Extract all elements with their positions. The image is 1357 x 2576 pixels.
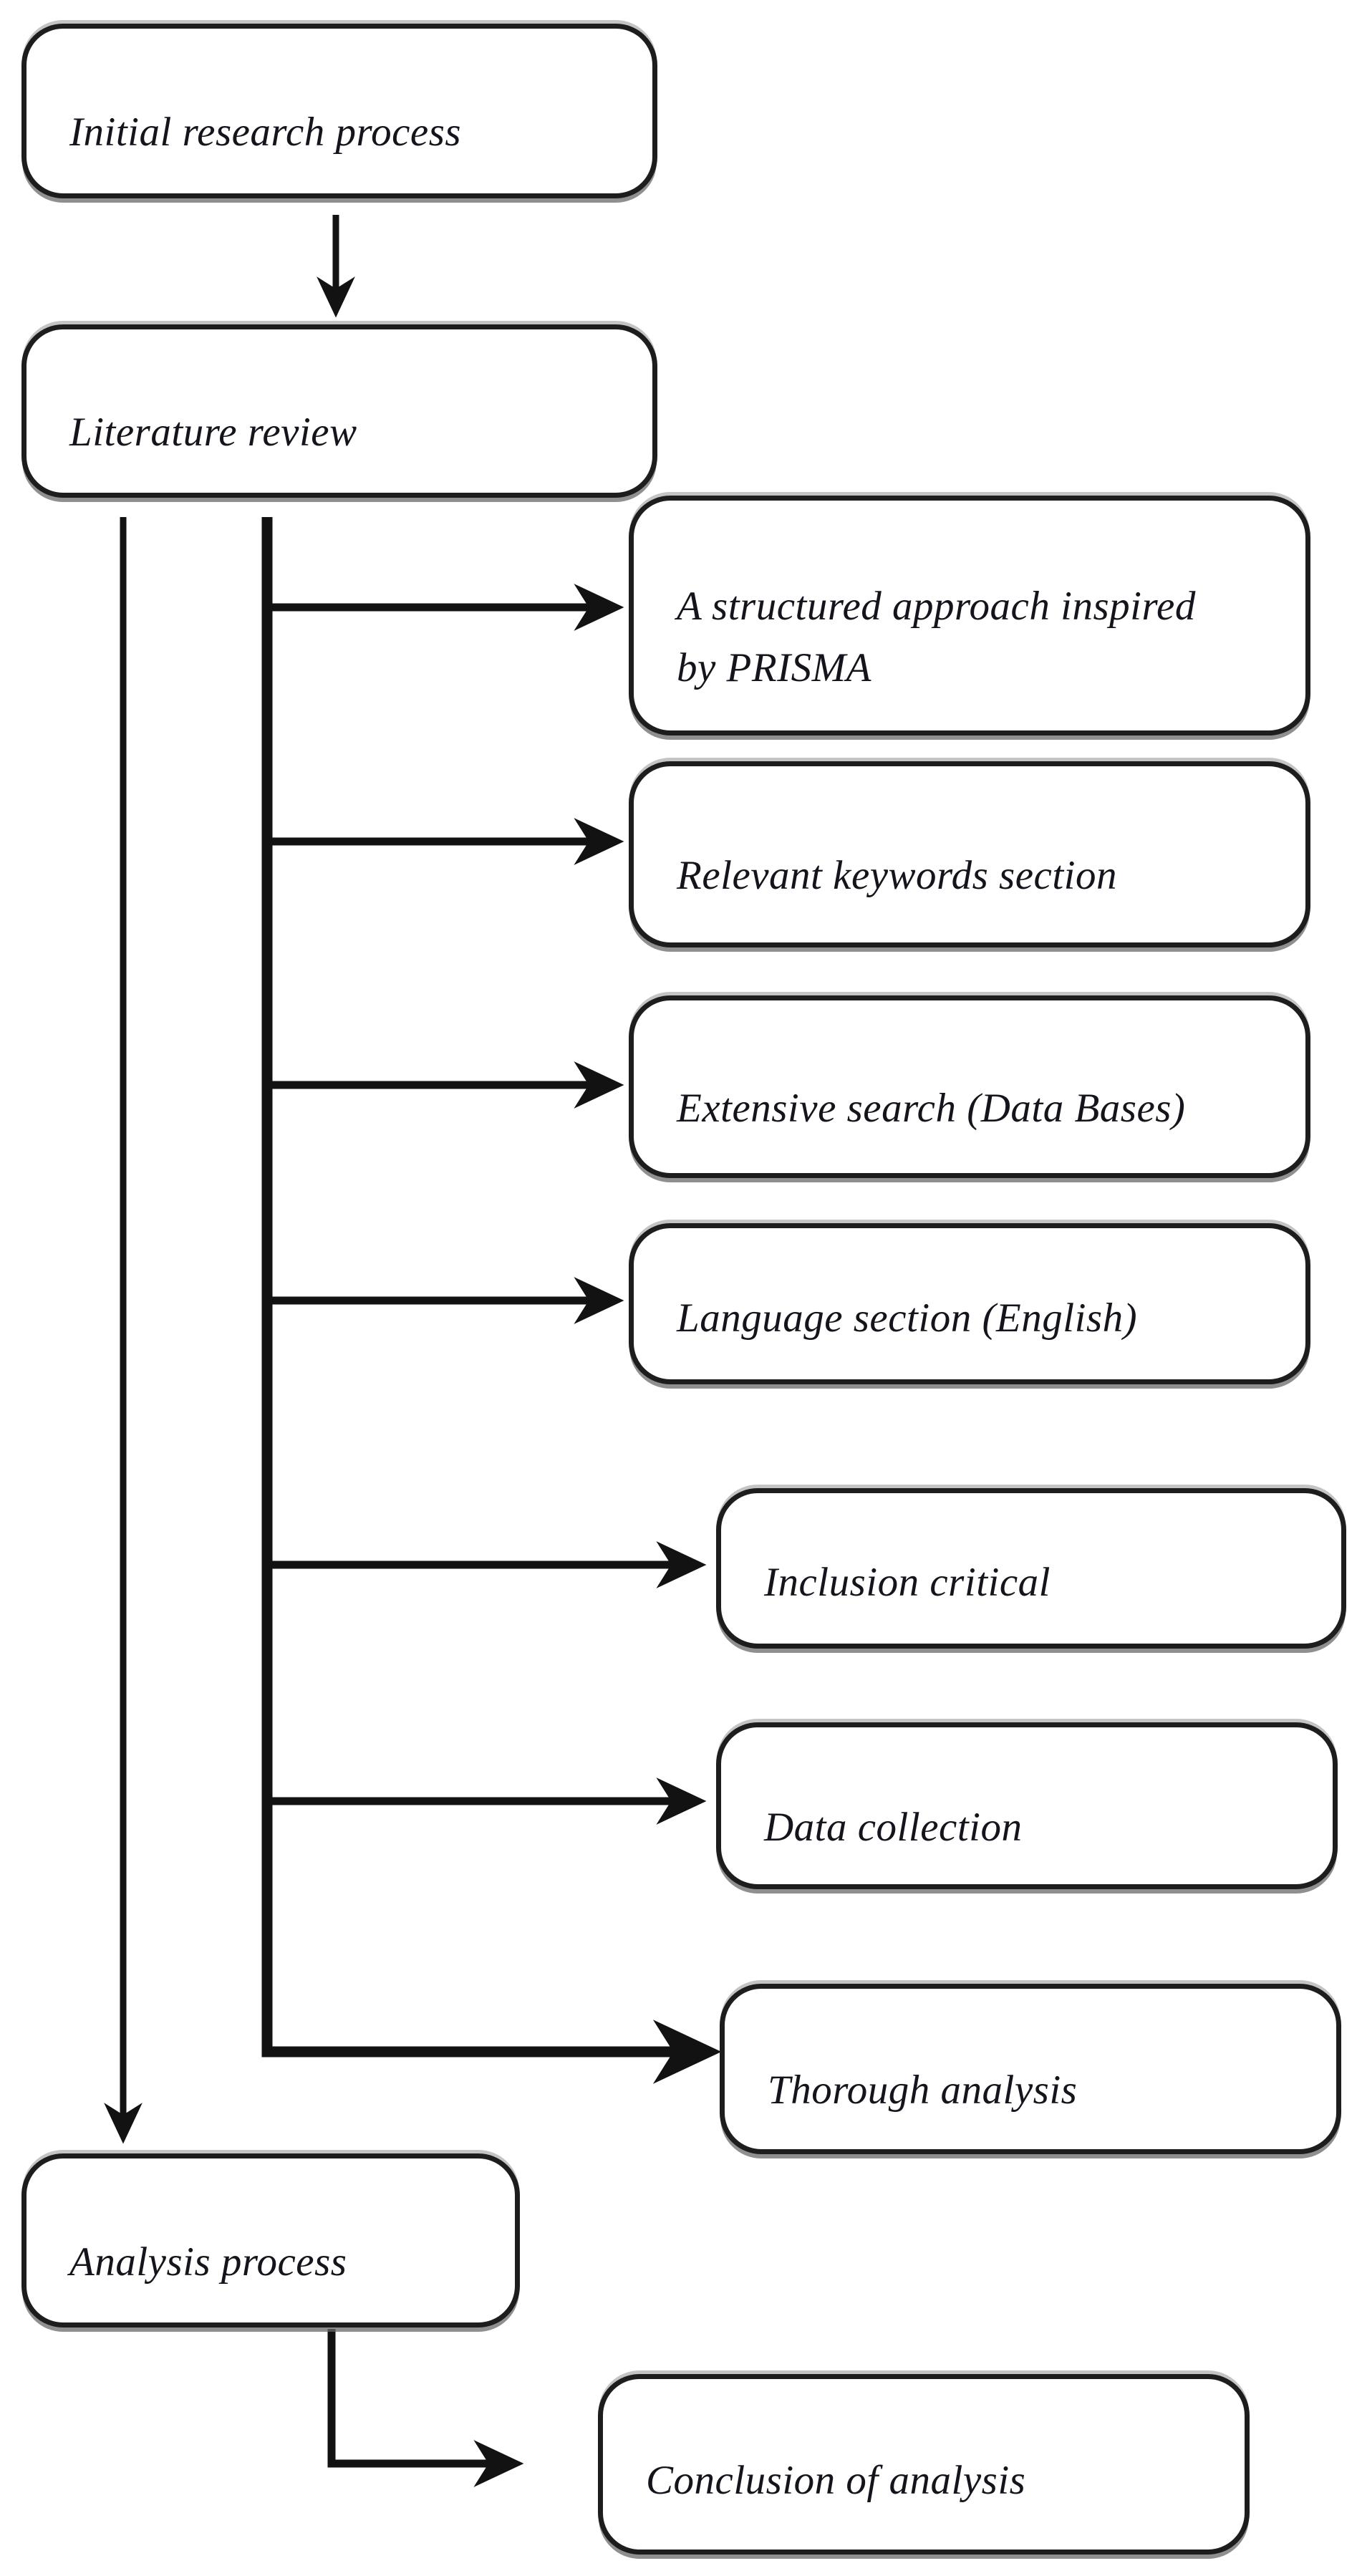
connector-analysis-to-conclusion — [327, 2329, 524, 2487]
node-conclusion-of-analysis-label: Conclusion of analysis — [646, 2457, 1026, 2503]
node-data-collection: Data collection — [716, 1722, 1338, 1889]
node-inclusion-critical-label: Inclusion critical — [764, 1560, 1051, 1606]
node-language-section-english-label: Language section (English) — [677, 1295, 1138, 1341]
node-analysis-process: Analysis process — [21, 2153, 520, 2327]
node-language-section-english: Language section (English) — [629, 1223, 1310, 1384]
node-structured-approach-prisma-label: A structured approach inspired by PRISMA — [677, 584, 1196, 690]
node-inclusion-critical: Inclusion critical — [716, 1488, 1346, 1649]
node-conclusion-of-analysis: Conclusion of analysis — [598, 2374, 1250, 2555]
node-literature-review-label: Literature review — [69, 410, 357, 455]
node-structured-approach-prisma: A structured approach inspired by PRISMA — [629, 496, 1310, 735]
node-initial-research-process: Initial research process — [21, 24, 657, 198]
node-thorough-analysis: Thorough analysis — [720, 1984, 1341, 2154]
node-relevant-keywords-section: Relevant keywords section — [629, 761, 1310, 947]
node-initial-research-process-label: Initial research process — [69, 110, 462, 155]
node-analysis-process-label: Analysis process — [69, 2239, 347, 2285]
connector-spine-to-thorough — [261, 517, 722, 2084]
node-data-collection-label: Data collection — [764, 1804, 1023, 1850]
node-extensive-search-databases-label: Extensive search (Data Bases) — [677, 1085, 1186, 1131]
node-relevant-keywords-section-label: Relevant keywords section — [677, 853, 1118, 899]
node-literature-review: Literature review — [21, 324, 657, 498]
node-thorough-analysis-label: Thorough analysis — [768, 2068, 1078, 2113]
node-extensive-search-databases: Extensive search (Data Bases) — [629, 995, 1310, 1178]
